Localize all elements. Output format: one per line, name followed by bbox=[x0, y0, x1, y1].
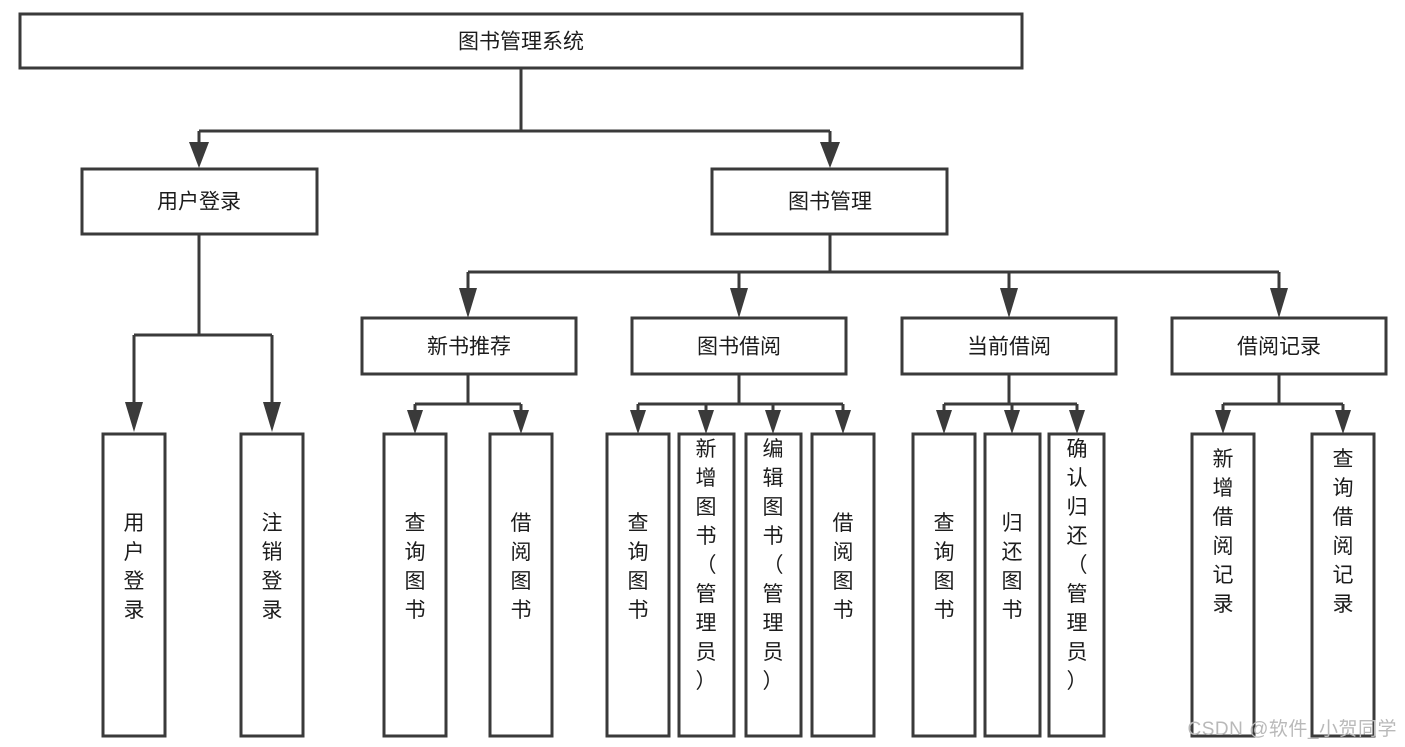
node-leaf-add-record[interactable]: 新增借阅记录 bbox=[1190, 432, 1256, 738]
node-user-login-box[interactable] bbox=[80, 167, 319, 236]
node-leaf-edit-book-box[interactable] bbox=[744, 432, 803, 738]
node-leaf-user-login-label: 用户登录 bbox=[124, 512, 145, 622]
node-leaf-borrow-book-1-label: 借阅图书 bbox=[511, 512, 532, 622]
node-leaf-add-book-label: 新增图书（管理员） bbox=[696, 438, 717, 693]
node-leaf-borrow-book-2-label: 借阅图书 bbox=[833, 512, 854, 622]
node-leaf-logout-label: 注销登录 bbox=[262, 512, 283, 622]
node-leaf-return-book-label: 归还图书 bbox=[1002, 512, 1023, 622]
node-leaf-return-book[interactable]: 归还图书 bbox=[983, 432, 1042, 738]
node-leaf-logout-box[interactable] bbox=[239, 432, 305, 738]
node-leaf-query-book-1-box[interactable] bbox=[382, 432, 448, 738]
node-current-borrow-label: 当前借阅 bbox=[967, 336, 1051, 359]
node-leaf-add-record-box[interactable] bbox=[1190, 432, 1256, 738]
node-leaf-user-login-box[interactable] bbox=[101, 432, 167, 738]
node-new-book-rec-label: 新书推荐 bbox=[427, 336, 511, 359]
arrow-to-leaf-query-book-2 bbox=[630, 410, 646, 434]
node-book-manage-label: 图书管理 bbox=[788, 191, 872, 214]
node-leaf-query-record[interactable]: 查询借阅记录 bbox=[1310, 432, 1376, 738]
node-user-login[interactable]: 用户登录 bbox=[80, 167, 319, 236]
arrow-to-leaf-add-record bbox=[1215, 410, 1231, 434]
node-leaf-confirm-return-box[interactable] bbox=[1047, 432, 1106, 738]
arrow-to-leaf-edit-book bbox=[765, 410, 781, 434]
arrow-to-leaf-query-book-3 bbox=[936, 410, 952, 434]
node-leaf-query-record-label: 查询借阅记录 bbox=[1333, 448, 1354, 616]
node-leaf-user-login[interactable]: 用户登录 bbox=[101, 432, 167, 738]
node-book-borrow[interactable]: 图书借阅 bbox=[630, 316, 848, 376]
arrow-to-leaf-return-book bbox=[1004, 410, 1020, 434]
arrow-to-leaf-borrow-book-2 bbox=[835, 410, 851, 434]
node-new-book-rec-box[interactable] bbox=[360, 316, 578, 376]
arrow-to-leaf-logout bbox=[263, 402, 281, 432]
arrow-to-leaf-add-book bbox=[698, 410, 714, 434]
node-leaf-return-book-box[interactable] bbox=[983, 432, 1042, 738]
node-book-borrow-label: 图书借阅 bbox=[697, 336, 781, 359]
arrow-to-book-borrow bbox=[730, 288, 748, 318]
node-leaf-borrow-book-1-box[interactable] bbox=[488, 432, 554, 738]
node-book-manage-box[interactable] bbox=[710, 167, 949, 236]
node-borrow-record[interactable]: 借阅记录 bbox=[1170, 316, 1388, 376]
node-root-label: 图书管理系统 bbox=[458, 31, 584, 54]
node-borrow-record-label: 借阅记录 bbox=[1237, 336, 1321, 359]
node-leaf-query-book-3-box[interactable] bbox=[911, 432, 977, 738]
node-leaf-add-record-label: 新增借阅记录 bbox=[1213, 448, 1234, 616]
arrow-to-leaf-query-record bbox=[1335, 410, 1351, 434]
csdn-watermark: CSDN @软件_小贺同学 bbox=[1187, 719, 1397, 740]
node-leaf-edit-book-label: 编辑图书（管理员） bbox=[763, 438, 784, 693]
node-leaf-add-book[interactable]: 新增图书（管理员） bbox=[677, 432, 736, 738]
arrow-to-new-book-rec bbox=[459, 288, 477, 318]
arrow-to-borrow-record bbox=[1270, 288, 1288, 318]
connector-layer bbox=[125, 68, 1351, 434]
node-leaf-borrow-book-1[interactable]: 借阅图书 bbox=[488, 432, 554, 738]
arrow-to-user-login bbox=[189, 142, 209, 168]
arrow-to-leaf-user-login bbox=[125, 402, 143, 432]
node-leaf-borrow-book-2[interactable]: 借阅图书 bbox=[810, 432, 876, 738]
node-leaf-query-book-2[interactable]: 查询图书 bbox=[605, 432, 671, 738]
node-leaf-query-book-1[interactable]: 查询图书 bbox=[382, 432, 448, 738]
node-leaf-query-record-box[interactable] bbox=[1310, 432, 1376, 738]
node-leaf-query-book-2-label: 查询图书 bbox=[628, 512, 649, 622]
arrow-to-book-manage bbox=[820, 142, 840, 168]
node-leaf-query-book-2-box[interactable] bbox=[605, 432, 671, 738]
node-user-login-label: 用户登录 bbox=[157, 191, 241, 214]
node-root[interactable]: 图书管理系统 bbox=[18, 12, 1024, 70]
node-leaf-add-book-box[interactable] bbox=[677, 432, 736, 738]
node-root-box[interactable] bbox=[18, 12, 1024, 70]
node-book-manage[interactable]: 图书管理 bbox=[710, 167, 949, 236]
node-leaf-borrow-book-2-box[interactable] bbox=[810, 432, 876, 738]
arrow-to-current-borrow bbox=[1000, 288, 1018, 318]
node-leaf-query-book-3[interactable]: 查询图书 bbox=[911, 432, 977, 738]
node-current-borrow-box[interactable] bbox=[900, 316, 1118, 376]
arrow-to-leaf-query-book-1 bbox=[407, 410, 423, 434]
node-leaf-query-book-3-label: 查询图书 bbox=[934, 512, 955, 622]
node-leaf-query-book-1-label: 查询图书 bbox=[405, 512, 426, 622]
node-leaf-edit-book[interactable]: 编辑图书（管理员） bbox=[744, 432, 803, 738]
arrow-to-leaf-borrow-book-1 bbox=[513, 410, 529, 434]
node-book-borrow-box[interactable] bbox=[630, 316, 848, 376]
node-leaf-confirm-return[interactable]: 确认归还（管理员） bbox=[1047, 432, 1106, 738]
node-current-borrow[interactable]: 当前借阅 bbox=[900, 316, 1118, 376]
arrow-to-leaf-confirm-return bbox=[1069, 410, 1085, 434]
node-borrow-record-box[interactable] bbox=[1170, 316, 1388, 376]
node-leaf-confirm-return-label: 确认归还（管理员） bbox=[1067, 438, 1088, 693]
node-new-book-rec[interactable]: 新书推荐 bbox=[360, 316, 578, 376]
node-leaf-logout[interactable]: 注销登录 bbox=[239, 432, 305, 738]
